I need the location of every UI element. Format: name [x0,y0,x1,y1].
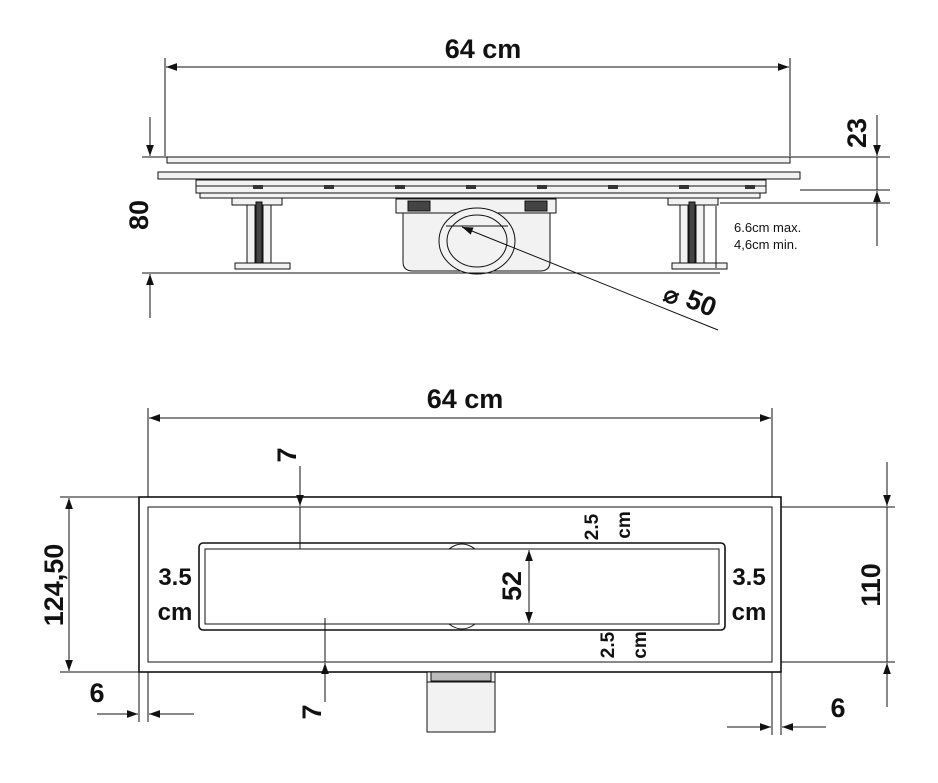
top-edge-label-unit: cm [614,511,635,538]
right-frame-label: 6 [830,693,845,723]
adjust-max-label: 6.6cm max. [734,220,801,235]
inner-height-label: 110 [856,563,886,607]
top-edge-label-value: 2.5 [582,513,603,540]
bottom-edge-label-value: 2.5 [598,631,619,658]
drain-sump [395,198,557,275]
left-frame-label: 6 [89,678,104,708]
grate-plate [166,156,791,164]
left-adjustable-leg [231,197,291,270]
height-80-label: 80 [124,200,154,230]
diameter-leader-line [461,226,719,331]
right-margin-label-value: 3.5 [732,564,765,591]
side-view: 64 cm [124,34,890,331]
offset-23-label: 23 [842,118,872,148]
outer-frame [138,496,782,673]
bottom-outlet [426,671,496,733]
right-adjustable-leg [667,197,728,270]
left-margin-label-value: 3.5 [158,564,191,591]
top-width-label: 64 cm [427,384,504,414]
top-view: 64 cm 124,50 110 52 7 [39,384,895,735]
adjust-min-label: 4,6cm min. [734,237,798,252]
bottom-edge-label-unit: cm [630,631,651,658]
side-width-label: 64 cm [445,34,522,64]
left-margin-label-unit: cm [158,599,193,626]
outer-height-label: 124,50 [39,544,69,627]
right-margin-label-unit: cm [732,599,767,626]
outlet-pipe [438,207,516,275]
diameter-symbol: ⌀ [660,281,684,312]
frame-plate [157,171,801,180]
grate-height-label: 52 [497,571,527,601]
diameter-label: 50 [682,284,721,323]
grate-outline [198,542,726,631]
inner-frame [147,506,773,663]
channel-rivets [253,185,755,189]
bottom-gap-label: 7 [297,704,327,719]
top-gap-label: 7 [272,447,302,462]
